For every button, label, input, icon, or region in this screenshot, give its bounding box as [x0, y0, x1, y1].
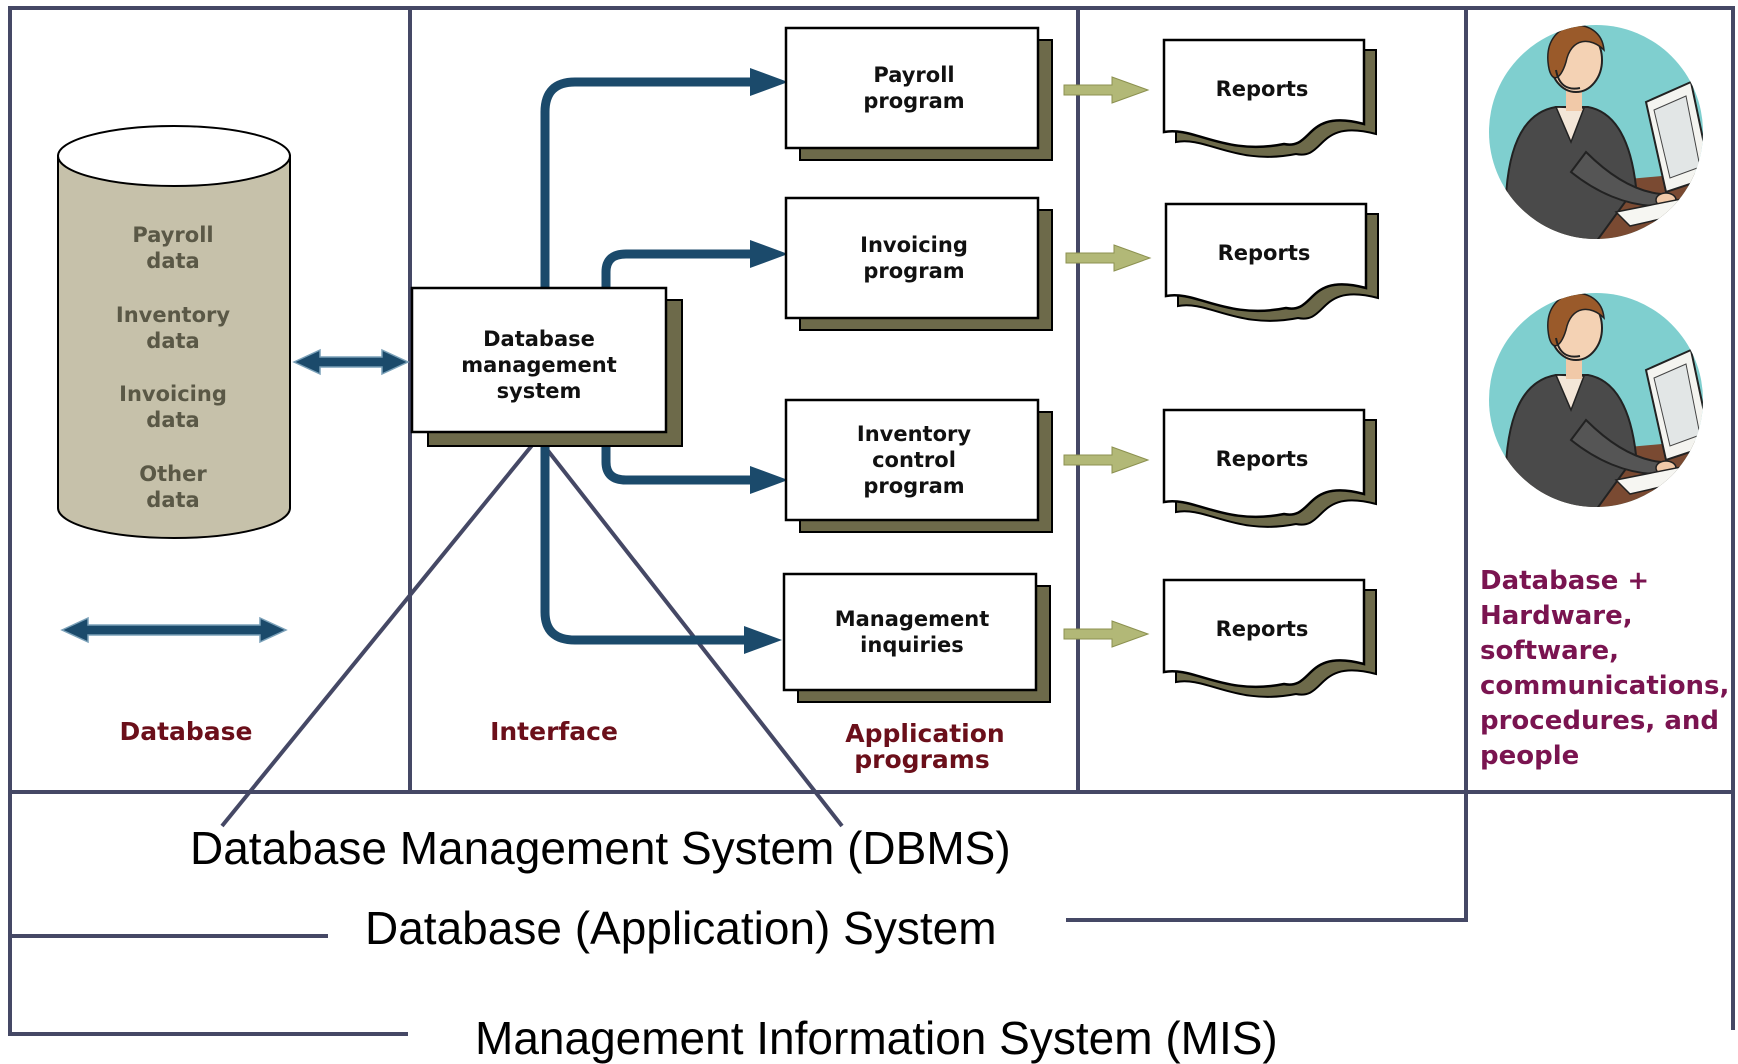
flow-arrow — [601, 249, 768, 288]
program-box-label: program — [863, 474, 964, 498]
mis-bracket-left — [8, 936, 408, 1036]
flow-arrowhead — [750, 68, 788, 96]
flow-arrow — [540, 446, 762, 645]
program-box-label: Inventory — [857, 422, 971, 446]
database-item-label: Payroll — [132, 223, 213, 247]
application-label-line-2: programs — [854, 745, 989, 774]
database-cylinder — [57, 125, 291, 539]
flow-arrowhead — [744, 626, 782, 654]
database-item-label: data — [146, 408, 199, 432]
mis-caption: Management Information System (MIS) — [475, 1012, 1278, 1064]
database-item-label: Invoicing — [119, 382, 227, 406]
flow-arrow — [601, 446, 768, 485]
frame-lines — [8, 6, 1735, 1036]
dbms-box: Database management system — [410, 286, 683, 447]
flow-arrow — [540, 77, 768, 288]
report-arrow — [1063, 76, 1150, 104]
people-section-border — [1466, 6, 1735, 794]
application-programs: PayrollprogramInvoicingprogramInventoryc… — [782, 26, 1053, 703]
flow-arrowhead — [750, 466, 788, 494]
report-document: Reports — [1162, 578, 1377, 698]
people-caption-line: communications, — [1480, 671, 1729, 701]
dbms-section-border — [8, 6, 1468, 794]
das-bracket — [1066, 792, 1468, 922]
database-section-label: Database — [119, 717, 252, 746]
flow-arrows — [540, 77, 768, 645]
people-caption-line: Database + — [1480, 566, 1649, 596]
dbms-box-line-2: management — [461, 353, 617, 377]
database-dbms-double-arrow — [292, 348, 410, 376]
people-caption-line: procedures, and — [1480, 706, 1719, 736]
das-caption: Database (Application) System — [365, 902, 997, 954]
program-box-label: Invoicing — [860, 233, 968, 257]
report-arrow — [1063, 620, 1150, 648]
operator-at-computer-icon — [1489, 25, 1703, 239]
program-box-label: program — [863, 259, 964, 283]
decorative-double-arrow — [60, 616, 288, 644]
program-box-label: control — [872, 448, 956, 472]
database-item-label: data — [146, 488, 199, 512]
report-document: Reports — [1162, 408, 1377, 528]
program-box-label: program — [863, 89, 964, 113]
database-items: PayrolldataInventorydataInvoicingdataOth… — [116, 223, 230, 512]
report-label: Reports — [1218, 241, 1311, 265]
report-document: Reports — [1164, 202, 1379, 322]
database-item-label: data — [146, 329, 199, 353]
people-caption-line: software, — [1480, 636, 1619, 666]
dbms-box-line-3: system — [497, 379, 582, 403]
interface-section-label: Interface — [490, 717, 618, 746]
operator-at-computer-icon — [1489, 293, 1703, 507]
flow-arrowheads — [744, 68, 788, 654]
people-caption: Database + Hardware, software, communicatio… — [1480, 566, 1729, 771]
database-item-label: data — [146, 249, 199, 273]
dbms-caption: Database Management System (DBMS) — [190, 822, 1011, 874]
program-box-label: Payroll — [873, 63, 954, 87]
dbms-pointer-lines — [220, 436, 844, 828]
report-label: Reports — [1216, 77, 1309, 101]
report-arrow — [1065, 244, 1152, 272]
report-label: Reports — [1216, 617, 1309, 641]
dbms-box-line-1: Database — [483, 327, 595, 351]
flow-arrowhead — [750, 240, 788, 268]
program-box-label: Management — [835, 607, 990, 631]
people-caption-line: people — [1480, 741, 1579, 771]
application-label-line-1: Application — [845, 719, 1004, 748]
database-item-label: Inventory — [116, 303, 230, 327]
program-box-label: inquiries — [860, 633, 964, 657]
database-item-label: Other — [139, 462, 207, 486]
report-label: Reports — [1216, 447, 1309, 471]
people-caption-line: Hardware, — [1480, 601, 1633, 631]
report-arrows — [1063, 76, 1152, 648]
report-arrow — [1063, 446, 1150, 474]
report-document: Reports — [1162, 38, 1377, 158]
